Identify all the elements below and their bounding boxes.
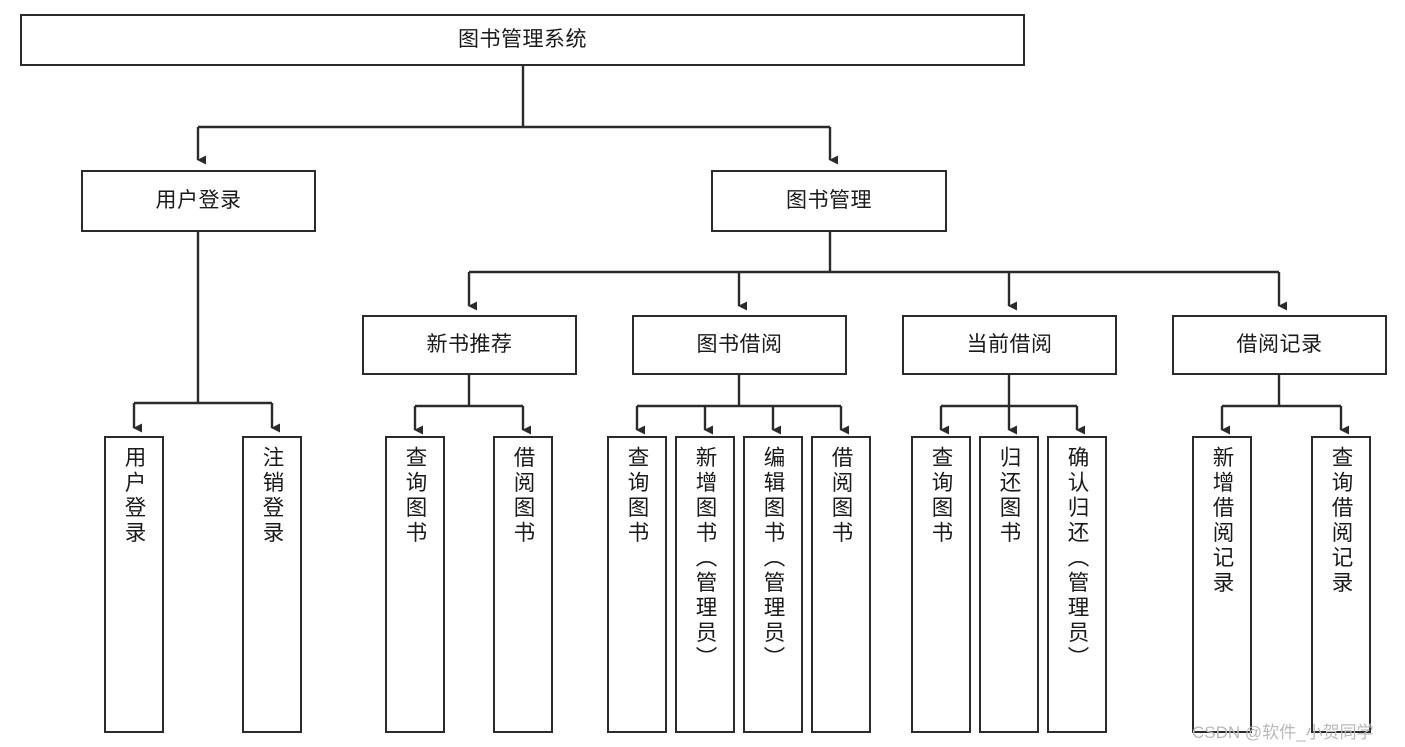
node-current-borrow[interactable]: 当前借阅 — [902, 315, 1117, 375]
node-leaf-record-add-borrow-record[interactable]: 新增借阅记录 — [1192, 436, 1252, 733]
node-new-book-recommend[interactable]: 新书推荐 — [362, 315, 577, 375]
node-leaf-current-confirm-return-admin[interactable]: 确认归还（管理员） — [1047, 436, 1107, 733]
node-label: 编辑图书（管理员） — [761, 446, 786, 671]
node-label: 用户登录 — [155, 188, 242, 212]
node-label: 图书管理系统 — [458, 27, 587, 51]
watermark-csdn: CSDN @软件_小贺同学 — [1192, 723, 1374, 742]
node-label: 新增图书（管理员） — [693, 446, 718, 671]
node-label: 借阅图书 — [829, 446, 854, 546]
node-label: 图书借阅 — [696, 332, 783, 356]
node-label: 当前借阅 — [966, 332, 1053, 356]
node-label: 确认归还（管理员） — [1065, 446, 1090, 671]
node-label: 借阅记录 — [1236, 332, 1323, 356]
node-book-management[interactable]: 图书管理 — [711, 170, 947, 232]
node-leaf-borrow-add-book-admin[interactable]: 新增图书（管理员） — [675, 436, 735, 733]
node-leaf-current-return-book[interactable]: 归还图书 — [979, 436, 1039, 733]
node-leaf-borrow-borrow-book[interactable]: 借阅图书 — [811, 436, 871, 733]
node-root-book-management-system[interactable]: 图书管理系统 — [20, 14, 1025, 66]
node-leaf-borrow-query-book[interactable]: 查询图书 — [607, 436, 667, 733]
node-label: 新增借阅记录 — [1210, 446, 1235, 596]
node-label: 查询图书 — [929, 446, 954, 546]
node-leaf-newbook-borrow-book[interactable]: 借阅图书 — [493, 436, 553, 733]
node-leaf-current-query-book[interactable]: 查询图书 — [911, 436, 971, 733]
node-label: 用户登录 — [122, 446, 147, 546]
node-user-login[interactable]: 用户登录 — [81, 170, 316, 232]
node-label: 借阅图书 — [511, 446, 536, 546]
node-leaf-user-login[interactable]: 用户登录 — [104, 436, 164, 733]
node-leaf-borrow-edit-book-admin[interactable]: 编辑图书（管理员） — [743, 436, 803, 733]
node-label: 新书推荐 — [426, 332, 513, 356]
node-label: 图书管理 — [786, 188, 872, 212]
node-label: 归还图书 — [997, 446, 1022, 546]
node-book-borrow[interactable]: 图书借阅 — [632, 315, 847, 375]
node-leaf-record-query-borrow-record[interactable]: 查询借阅记录 — [1311, 436, 1371, 733]
node-leaf-newbook-query-book[interactable]: 查询图书 — [385, 436, 445, 733]
node-borrow-record[interactable]: 借阅记录 — [1172, 315, 1387, 375]
node-label: 注销登录 — [260, 446, 285, 546]
node-label: 查询图书 — [403, 446, 428, 546]
node-label: 查询借阅记录 — [1329, 446, 1354, 596]
node-leaf-logout[interactable]: 注销登录 — [242, 436, 302, 733]
node-label: 查询图书 — [625, 446, 650, 546]
